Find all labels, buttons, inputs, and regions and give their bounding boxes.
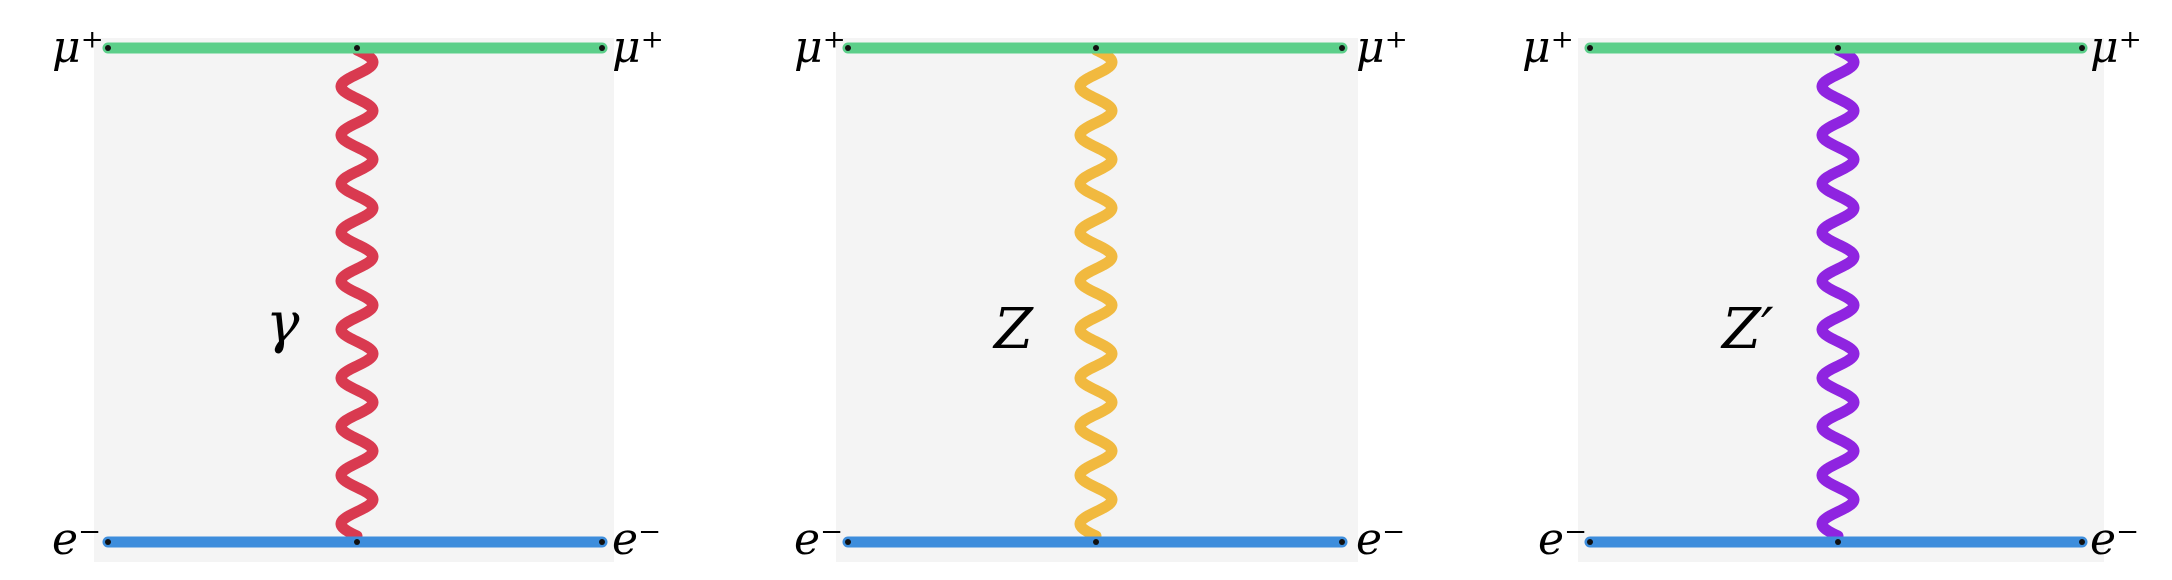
outgoing-muon-label: μ⁺ [1356,22,1408,73]
vertex-dot [845,45,851,51]
vertex-dot [845,539,851,545]
z-propagator [1074,44,1118,542]
vertex-dot [1587,539,1593,545]
vertex-dot [599,539,605,545]
outgoing-muon-label: μ⁺ [2090,22,2142,73]
incoming-muon-label: μ⁺ [52,22,104,73]
outgoing-electron-label: e⁻ [2090,514,2139,565]
z-prime-propagator [1816,44,1860,542]
vertex-dot [105,539,111,545]
vertex-dot [1339,45,1345,51]
vertex-dot [1587,45,1593,51]
vertex-dot [1835,539,1841,545]
incoming-electron-label: e⁻ [52,514,101,565]
vertex-dot [105,45,111,51]
outgoing-electron-label: e⁻ [612,514,661,565]
boson-label: γ [266,291,300,356]
vertex-dot [1093,539,1099,545]
vertex-dot [599,45,605,51]
diagram-z-prime: μ⁺ μ⁺ e⁻ e⁻ Z′ [1522,22,2142,565]
vertex-dot [1835,45,1841,51]
vertex-dot [2079,45,2085,51]
vertex-dot [354,539,360,545]
boson-label: Z′ [1720,297,1774,362]
vertex-dot [354,45,360,51]
outgoing-muon-label: μ⁺ [612,22,664,73]
incoming-muon-label: μ⁺ [794,22,846,73]
incoming-electron-label: e⁻ [794,514,843,565]
incoming-muon-label: μ⁺ [1522,22,1574,73]
boson-label: Z [992,297,1034,362]
vertex-dot [1339,539,1345,545]
vertex-dot [1093,45,1099,51]
outgoing-electron-label: e⁻ [1356,514,1405,565]
incoming-electron-label: e⁻ [1538,514,1587,565]
diagram-z-boson: μ⁺ μ⁺ e⁻ e⁻ Z [794,22,1408,565]
vertex-dot [2079,539,2085,545]
diagram-photon: μ⁺ μ⁺ e⁻ e⁻ γ [52,22,664,565]
photon-propagator [335,44,379,542]
